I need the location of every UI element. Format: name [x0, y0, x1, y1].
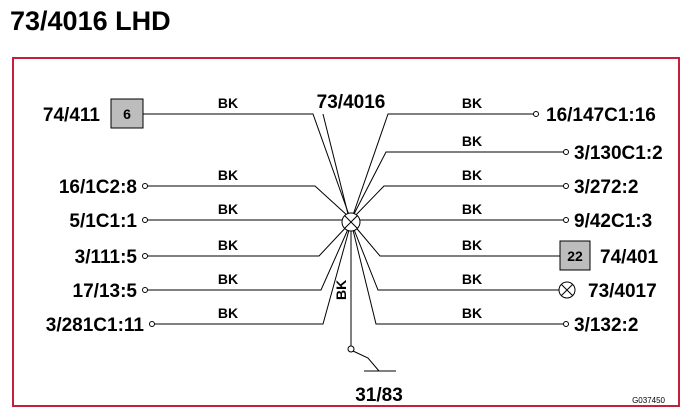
- right-connection-label: 3/132:2: [574, 315, 638, 336]
- terminal-circle: [142, 253, 148, 259]
- wire: [352, 185, 564, 219]
- wire-color-label: BK: [218, 95, 238, 111]
- wire: [352, 113, 534, 216]
- lamp-icon-cross: [560, 283, 574, 297]
- splice-icon-cross: [344, 215, 358, 229]
- right-connection-label: 16/147C1:16: [546, 105, 656, 126]
- wire: [147, 226, 350, 291]
- wire: [352, 229, 564, 325]
- diagram-title: 73/4016 LHD: [10, 6, 171, 36]
- right-connection-label: 3/272:2: [574, 177, 638, 198]
- diagram-frame: [12, 57, 680, 407]
- wire-color-label: BK: [218, 201, 238, 217]
- wire: [147, 185, 350, 218]
- right-connection-label: 73/4017: [588, 281, 657, 302]
- ground-switch-icon: [352, 350, 380, 372]
- wire-color-label: BK: [462, 201, 482, 217]
- left-connection-label: 74/411: [43, 105, 100, 126]
- wire: [352, 151, 564, 217]
- terminal-circle: [563, 149, 569, 155]
- ground-label: 31/83: [355, 385, 403, 406]
- left-connection-label: 16/1C2:8: [59, 177, 137, 198]
- right-connection-label: 9/42C1:3: [574, 211, 652, 232]
- terminal-circle: [142, 217, 148, 223]
- wire-color-label: BK: [218, 271, 238, 287]
- wire-color-label: BK: [218, 237, 238, 253]
- right-connection-label: 3/130C1:2: [574, 143, 663, 164]
- wire: [352, 226, 559, 291]
- left-connection-label: 3/111:5: [75, 247, 138, 268]
- left-connection-label: 17/13:5: [73, 281, 138, 302]
- terminal-circle: [563, 217, 569, 223]
- ground-terminal-circle: [347, 345, 355, 353]
- label-leader-line: [322, 113, 349, 215]
- terminal-circle: [149, 321, 155, 327]
- connector-box-number: 22: [567, 248, 583, 264]
- wire-color-label: BK: [462, 167, 482, 183]
- connector-box: [110, 98, 144, 129]
- terminal-circle: [563, 321, 569, 327]
- wire: [143, 113, 350, 216]
- wire-color-label: BK: [218, 167, 238, 183]
- reference-code: G037450: [632, 396, 665, 405]
- ground-wire-color-label: BK: [333, 280, 349, 300]
- terminal-circle: [142, 287, 148, 293]
- right-connection-label: 74/401: [600, 247, 659, 268]
- left-connection-label: 3/281C1:11: [46, 315, 145, 336]
- wire-color-label: BK: [462, 95, 482, 111]
- wire-color-label: BK: [218, 305, 238, 321]
- wire-color-label: BK: [462, 271, 482, 287]
- connector-box-number: 6: [123, 106, 131, 122]
- terminal-circle: [142, 183, 148, 189]
- terminal-circle: [533, 111, 539, 117]
- wires-layer: BK BK BK BK BK BK BK BK BK BK BK BK BK BK: [143, 95, 564, 346]
- left-connection-label: 5/1C1:1: [69, 211, 137, 232]
- terminal-circle: [563, 183, 569, 189]
- wire-color-label: BK: [462, 305, 482, 321]
- wire: [352, 223, 560, 257]
- connector-box: [559, 240, 591, 271]
- wire-color-label: BK: [462, 237, 482, 253]
- terminals-layer: 6 74/411 16/1C2:8 5/1C1:1 3/111:5 17/13:5 3/28…: [43, 98, 663, 406]
- wire: [147, 223, 350, 257]
- wire: [154, 229, 350, 325]
- wire-color-label: BK: [462, 133, 482, 149]
- center-splice-label: 73/4016: [317, 92, 386, 113]
